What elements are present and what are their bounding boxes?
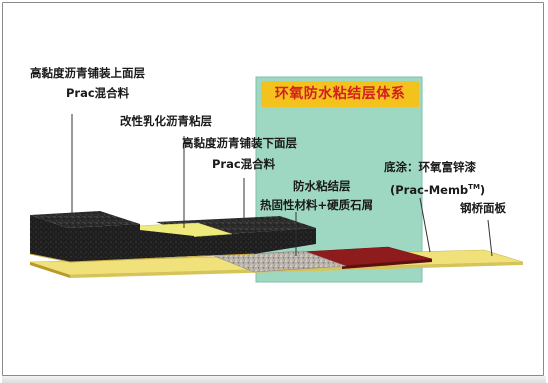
lower-layer-label: 高黏度沥青铺装下面层 (182, 136, 297, 150)
upper-asphalt-front (68, 224, 194, 262)
system-title: 环氧防水粘结层体系 (261, 81, 419, 107)
lower-layer-mix-label: Prac混合料 (212, 157, 276, 171)
bottom-scrollbar (2, 376, 546, 383)
upper-layer-mix-label: Prac混合料 (66, 86, 130, 100)
leader-primer (419, 197, 431, 253)
upper-layer-label: 高黏度沥青铺装上面层 (30, 66, 145, 80)
steel-deck-label: 钢桥面板 (460, 201, 506, 215)
upper-asphalt-top (30, 211, 140, 228)
lower-asphalt-front (194, 228, 316, 256)
steel-deck-plate-edge (30, 262, 70, 278)
seam-line-2 (69, 253, 255, 263)
waterproof-gravel-layer (213, 250, 347, 273)
primer-layer-front (342, 259, 432, 269)
leader-steel (487, 219, 493, 257)
primer-label: 底涂：环氧富锌漆 (384, 160, 476, 174)
upper-asphalt-side (30, 215, 68, 262)
tack-coat-label: 改性乳化沥青粘层 (120, 114, 212, 128)
steel-deck-plate-front (70, 262, 523, 278)
waterproof-layer-label: 防水粘结层 (293, 179, 351, 193)
primer-product-label: (Prac-MembTM) (390, 182, 486, 197)
seam-line (29, 253, 71, 263)
waterproof-material-label: 热固性材料+硬质石屑 (260, 198, 374, 212)
